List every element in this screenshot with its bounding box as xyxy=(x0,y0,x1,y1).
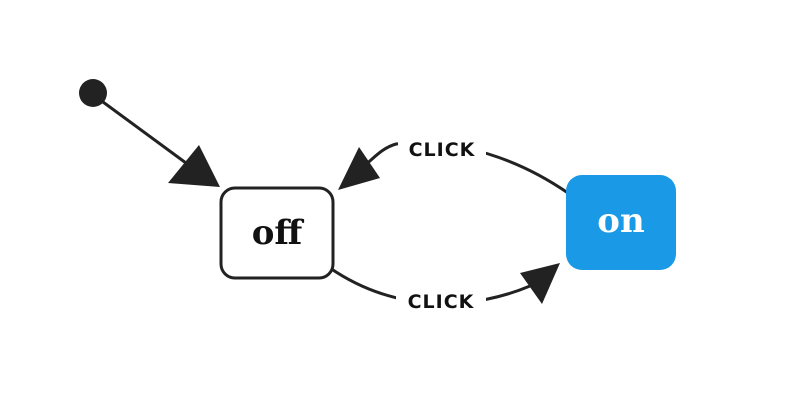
initial-state-dot xyxy=(79,79,107,107)
transition-on-to-off-label-bg xyxy=(398,136,486,162)
state-off-box[interactable] xyxy=(219,186,335,280)
state-on-label: on xyxy=(597,201,644,241)
transition-on-to-off-label: CLICK xyxy=(409,139,476,161)
transition-on-to-off-arrowhead xyxy=(338,147,380,190)
state-off-label: off xyxy=(252,213,305,253)
state-on-box[interactable] xyxy=(566,175,676,270)
initial-transition-line xyxy=(102,100,187,165)
initial-transition-arrowhead xyxy=(168,145,220,187)
transition-off-to-on-label: CLICK xyxy=(408,291,475,313)
transition-off-to-on-arrowhead xyxy=(520,263,560,304)
transition-off-to-on-label-bg xyxy=(396,288,486,314)
